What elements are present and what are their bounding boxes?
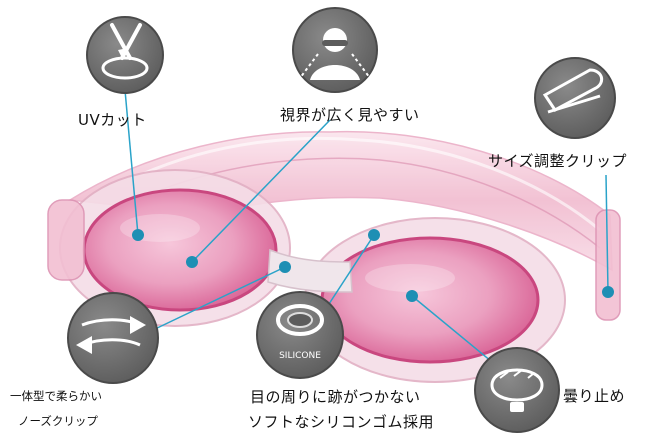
nose-clip-label-line1: 一体型で柔らかい (10, 389, 102, 403)
left-lens (82, 188, 278, 312)
uv-cut-label: UVカット (78, 111, 147, 129)
right-lens (320, 236, 540, 364)
silicone-gasket-icon: SILICONE (256, 291, 344, 379)
silicone-label-line2: ソフトなシリコンゴム採用 (248, 413, 435, 431)
size-clip-label: サイズ調整クリップ (488, 152, 628, 170)
leader-dots (132, 229, 614, 302)
nose-clip-label-line2: ノーズクリップ (18, 414, 98, 428)
uv-cut-icon (86, 16, 164, 94)
anti-fog-icon (474, 347, 560, 433)
silicone-icon-text: SILICONE (279, 351, 321, 361)
anti-fog-label: 曇り止め (563, 387, 626, 405)
silicone-label-line1: 目の周りに跡がつかない (250, 388, 421, 406)
nose-clip-icon (67, 292, 159, 384)
nose-bridge (267, 248, 353, 293)
wide-view-label: 視界が広く見やすい (280, 106, 420, 124)
right-eye-cup (304, 217, 566, 383)
size-adjust-clip-icon (534, 57, 616, 139)
wide-view-icon (292, 7, 378, 93)
